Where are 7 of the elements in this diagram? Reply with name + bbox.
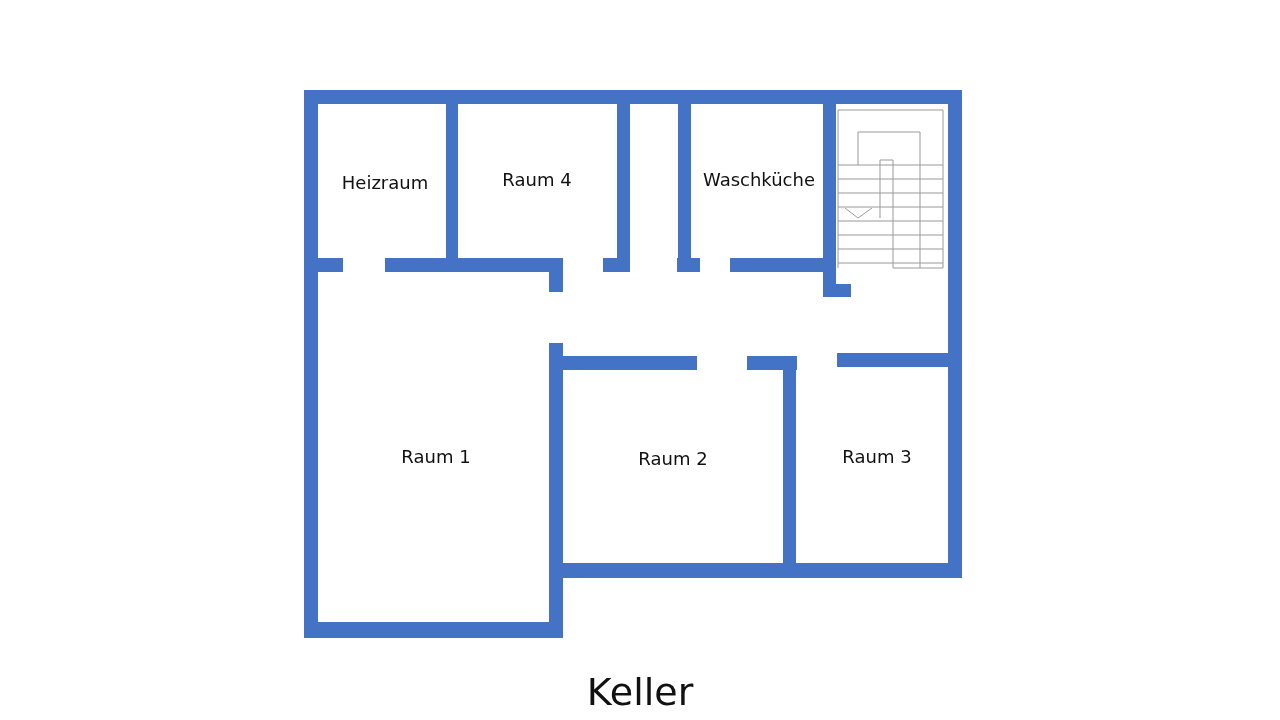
- room-label: Waschküche: [703, 168, 815, 190]
- room-label: Raum 2: [638, 447, 708, 469]
- room-label: Raum 3: [842, 445, 912, 467]
- room-label: Heizraum: [341, 171, 429, 193]
- floor-caption: Keller: [586, 670, 694, 714]
- room-label: Raum 4: [502, 168, 572, 190]
- room-label: Raum 1: [401, 445, 471, 467]
